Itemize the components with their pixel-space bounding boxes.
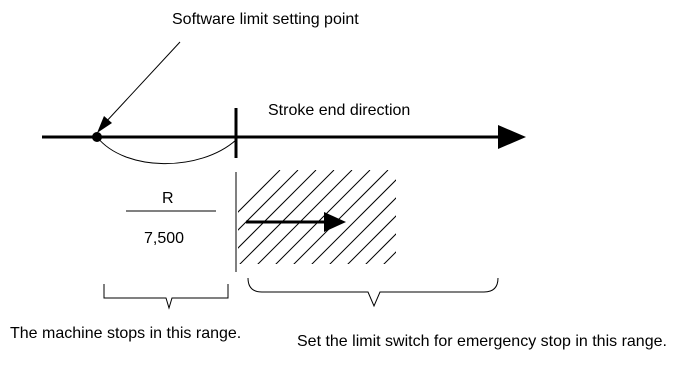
r-symbol-label: R xyxy=(162,190,174,207)
limit-switch-caption: Set the limit switch for emergency stop … xyxy=(297,333,667,350)
machine-stop-caption: The machine stops in this range. xyxy=(10,325,242,342)
overtravel-arrowhead xyxy=(324,212,346,232)
right-range-brace xyxy=(247,277,499,308)
setting-point-label: Software limit setting point xyxy=(172,11,359,28)
stroke-direction-label: Stroke end direction xyxy=(268,102,411,119)
stroke-arrowhead xyxy=(498,125,526,149)
left-range-brace xyxy=(103,284,229,310)
hatched-region xyxy=(238,170,396,264)
r-value-label: 7,500 xyxy=(144,230,185,247)
distance-curve xyxy=(96,136,237,165)
pointer-line xyxy=(103,41,181,125)
pointer-arrowhead xyxy=(97,116,112,133)
